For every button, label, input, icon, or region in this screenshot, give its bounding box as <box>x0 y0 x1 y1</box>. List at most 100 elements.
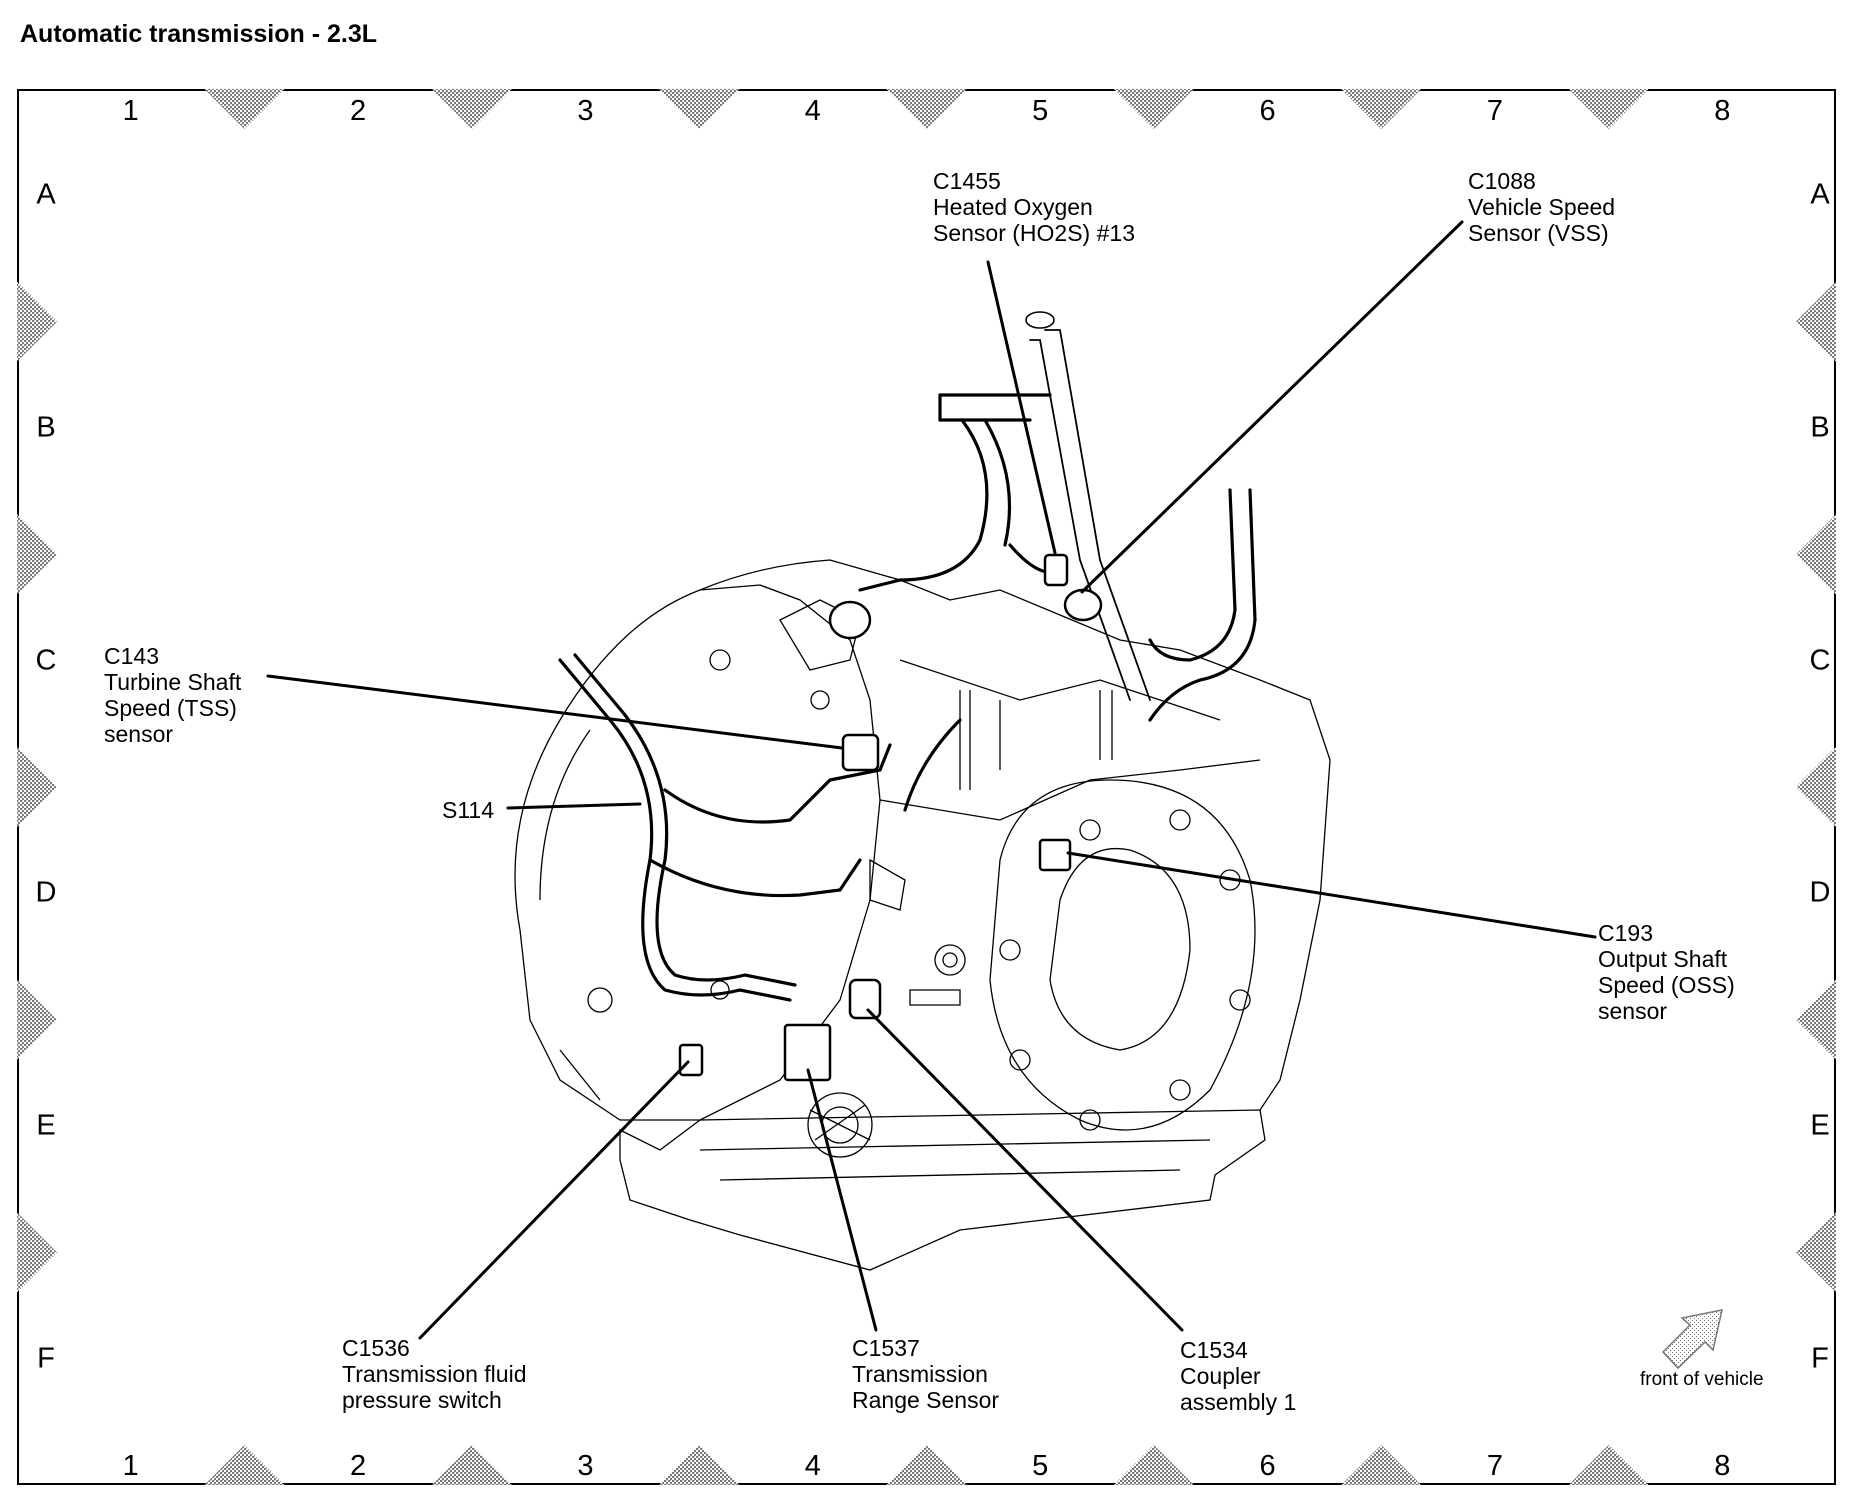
grid-marker-top <box>886 89 967 129</box>
grid-column-label: 5 <box>1032 95 1049 127</box>
connector-desc: Turbine Shaft <box>104 669 242 695</box>
grid-marker-bottom <box>1113 1445 1194 1485</box>
connector-desc: sensor <box>104 721 174 747</box>
connector-c143 <box>841 733 880 772</box>
page-title: Automatic transmission - 2.3L <box>20 20 378 48</box>
callout-c193: C193 Output Shaft Speed (OSS) sensor <box>1598 920 1735 1024</box>
grid-marker-left <box>17 1212 57 1293</box>
callout-c1455: C1455 Heated Oxygen Sensor (HO2S) #13 <box>933 168 1135 246</box>
leader-lines <box>266 220 1597 1340</box>
connector-c1455 <box>1043 553 1069 587</box>
grid-row-label: B <box>36 411 56 444</box>
grid-marker-right <box>1796 747 1836 827</box>
grid-column-label: 8 <box>1714 95 1731 127</box>
leader-line-c143 <box>266 674 844 750</box>
grid-row-label: C <box>35 644 57 677</box>
grid-marker-top <box>659 89 740 129</box>
connector-code: C1455 <box>933 168 1001 194</box>
front-of-vehicle-label: front of vehicle <box>1640 1369 1764 1390</box>
grid-marker-bottom <box>1341 1445 1422 1485</box>
grid-column-label: 4 <box>804 1450 821 1482</box>
grid-marker-right <box>1796 281 1836 362</box>
grid-marker-top <box>204 89 285 129</box>
connector-c193 <box>1038 838 1072 872</box>
grid-markers <box>17 89 1836 1485</box>
connector-desc: sensor <box>1598 998 1668 1024</box>
grid-marker-top <box>1341 89 1422 129</box>
grid-marker-bottom <box>886 1445 967 1485</box>
grid-marker-right <box>1796 1212 1836 1293</box>
connector-c-upper <box>828 600 872 640</box>
leader-line-c1537 <box>806 1068 878 1332</box>
callout-s114: S114 <box>442 797 494 823</box>
connector-c1537 <box>783 1023 832 1082</box>
grid-column-label: 7 <box>1486 95 1504 127</box>
grid-row-label: A <box>36 178 56 211</box>
connector-code: C193 <box>1598 920 1653 946</box>
grid-row-label: F <box>37 1342 55 1375</box>
grid-marker-left <box>17 747 57 827</box>
grid-marker-left <box>17 979 57 1060</box>
connector-desc: pressure switch <box>342 1387 502 1413</box>
wiring-harness <box>558 311 1257 1002</box>
grid-column-label: 5 <box>1032 1450 1049 1482</box>
connector-code: C143 <box>104 643 159 669</box>
connector-code: C1088 <box>1468 168 1536 194</box>
leader-line-c1088 <box>1080 220 1464 594</box>
grid-marker-bottom <box>204 1445 285 1485</box>
grid-column-label: 3 <box>577 95 594 127</box>
grid-marker-bottom <box>431 1445 512 1485</box>
connector-desc: Vehicle Speed <box>1468 194 1616 220</box>
leader-line-c193 <box>1066 851 1597 939</box>
grid-column-label: 6 <box>1259 95 1276 127</box>
connector-code: C1536 <box>342 1335 410 1361</box>
connector-code: C1534 <box>1180 1337 1248 1363</box>
callout-c1534: C1534 Coupler assembly 1 <box>1180 1337 1296 1415</box>
grid-marker-top <box>1113 89 1194 129</box>
connector-desc: Transmission <box>852 1361 988 1387</box>
connector-c1088 <box>1063 588 1103 622</box>
grid-marker-bottom <box>1568 1445 1649 1485</box>
connector-desc: Heated Oxygen <box>933 194 1093 220</box>
grid-column-label: 2 <box>349 95 367 127</box>
grid-row-label: F <box>1811 1342 1829 1375</box>
grid-row-label: D <box>1809 876 1831 909</box>
grid-row-label: E <box>36 1109 56 1142</box>
connector-c1536 <box>678 1043 704 1077</box>
connector-desc: Coupler <box>1180 1363 1261 1389</box>
grid-row-label: C <box>1809 644 1831 677</box>
leader-line-c1536 <box>418 1060 690 1340</box>
callout-c143: C143 Turbine Shaft Speed (TSS) sensor <box>104 643 241 747</box>
grid-marker-top <box>1568 89 1649 129</box>
grid-marker-top <box>431 89 512 129</box>
callout-c1537: C1537 Transmission Range Sensor <box>852 1335 999 1413</box>
connector-c1534 <box>848 978 882 1020</box>
grid-marker-left <box>17 281 57 362</box>
grid-column-label: 3 <box>577 1450 594 1482</box>
grid-row-label: A <box>1810 178 1830 211</box>
connector-desc: Speed (TSS) <box>104 695 237 721</box>
connectors <box>678 553 1103 1082</box>
grid-row-label: E <box>1810 1109 1830 1142</box>
grid-column-label: 1 <box>122 95 139 127</box>
grid-column-label: 8 <box>1714 1450 1731 1482</box>
leader-line-c1534 <box>866 1008 1184 1332</box>
connector-desc: Range Sensor <box>852 1387 1000 1413</box>
connector-desc: Output Shaft <box>1598 946 1728 972</box>
grid-column-label: 6 <box>1259 1450 1276 1482</box>
arrow-up-right-icon <box>1661 1309 1723 1370</box>
connector-desc: Sensor (HO2S) #13 <box>933 220 1135 246</box>
leader-line-c1455 <box>986 260 1057 555</box>
grid-marker-right <box>1796 514 1836 595</box>
connector-desc: Sensor (VSS) <box>1468 220 1609 246</box>
grid-column-label: 2 <box>349 1450 367 1482</box>
connector-desc: assembly 1 <box>1180 1389 1297 1415</box>
grid-row-label: B <box>1810 411 1830 444</box>
grid-marker-right <box>1796 979 1836 1060</box>
grid-column-label: 1 <box>122 1450 139 1482</box>
connector-code: C1537 <box>852 1335 920 1361</box>
grid-marker-bottom <box>659 1445 740 1485</box>
splice-code: S114 <box>442 797 495 823</box>
grid-row-label: D <box>35 876 57 909</box>
